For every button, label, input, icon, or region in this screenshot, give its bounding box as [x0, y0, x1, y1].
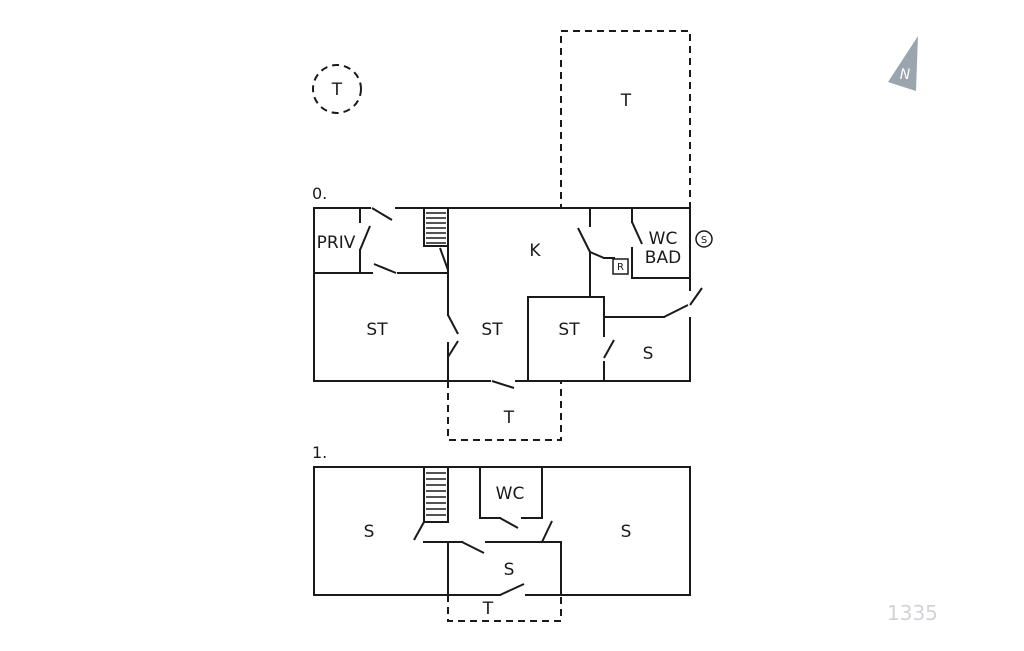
- room-label-t-top: T: [620, 91, 632, 111]
- north-arrow: N: [888, 36, 918, 91]
- room-label-k: K: [529, 241, 541, 261]
- room-label-st-left: ST: [366, 320, 388, 340]
- ground-floor-label: 0.: [312, 184, 327, 203]
- room-label-st-right: ST: [558, 320, 580, 340]
- staircase-first: [423, 466, 449, 523]
- terrace-first-floor: [447, 595, 562, 622]
- room-label-bad: BAD: [645, 248, 681, 268]
- room-label-t-bottom: T: [503, 408, 515, 428]
- terrace-bottom: [447, 381, 562, 441]
- first-floor-walls: [313, 466, 691, 596]
- room-label-wc: WC: [649, 229, 678, 249]
- r-symbol: R: [612, 258, 629, 275]
- room-label-t-circle: T: [331, 80, 343, 100]
- room-label-s-center: S: [504, 560, 515, 580]
- svg-text:N: N: [900, 67, 911, 83]
- room-label-s-left: S: [364, 522, 375, 542]
- svg-text:S: S: [701, 235, 707, 246]
- room-label-st-mid: ST: [481, 320, 503, 340]
- first-floor-doors: [413, 517, 553, 596]
- terrace-circle: [312, 64, 362, 114]
- plan-id: 1335: [887, 601, 938, 625]
- ground-floor-walls: [313, 207, 691, 382]
- room-label-priv: PRIV: [317, 233, 356, 253]
- staircase-ground: [423, 207, 449, 247]
- room-label-s: S: [643, 344, 654, 364]
- north-arrow-icon: [888, 36, 918, 91]
- s-symbol: S: [695, 230, 713, 248]
- ground-floor: 0.: [312, 30, 713, 441]
- first-floor: 1.: [312, 443, 691, 622]
- ground-floor-doors: [359, 207, 703, 389]
- terrace-top: [560, 30, 691, 209]
- room-label-wc-first: WC: [496, 484, 525, 504]
- svg-text:R: R: [617, 262, 624, 273]
- room-label-t-first: T: [482, 599, 494, 619]
- first-floor-label: 1.: [312, 443, 327, 462]
- room-label-s-right: S: [621, 522, 632, 542]
